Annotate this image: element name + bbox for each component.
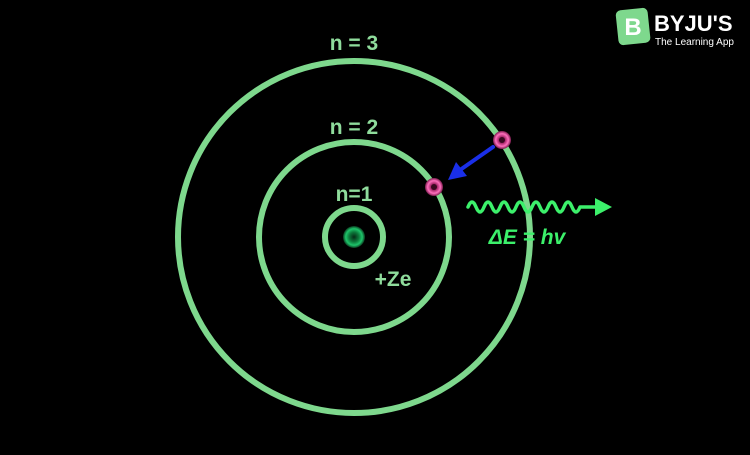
orbit-label-n2: n = 2 bbox=[330, 116, 378, 139]
logo-letter: B bbox=[624, 14, 641, 41]
orbit-n3 bbox=[175, 58, 533, 416]
byjus-logo-icon: B bbox=[615, 7, 651, 46]
orbit-n1 bbox=[322, 205, 386, 269]
photon-wave-icon bbox=[466, 198, 612, 216]
transition-arrow bbox=[448, 145, 495, 180]
brand-name: BYJU'S bbox=[654, 11, 733, 36]
electron-icon bbox=[425, 178, 443, 196]
byjus-logo: B BYJU'S The Learning App bbox=[615, 7, 734, 48]
nucleus-charge-label: +Ze bbox=[375, 268, 412, 291]
orbit-label-n3: n = 3 bbox=[330, 32, 378, 55]
electron-icon bbox=[493, 131, 511, 149]
nucleus-icon bbox=[343, 226, 365, 248]
orbit-label-n1: n=1 bbox=[336, 183, 373, 206]
photon-energy-label: ΔE = hv bbox=[488, 226, 567, 249]
brand-tagline: The Learning App bbox=[655, 37, 734, 48]
orbit-n2 bbox=[256, 139, 452, 335]
